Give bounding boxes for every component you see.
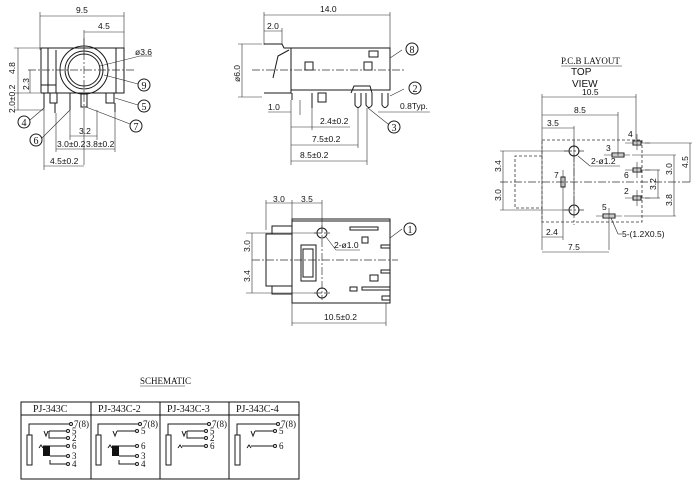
dim-side-diameter: ø6.0 [232, 65, 242, 82]
pin-label: 3 [72, 451, 77, 461]
pcb-pin-7: 7 [554, 170, 559, 180]
dim-nose: 2.0 [267, 21, 279, 31]
model-name-3: PJ-343C-3 [167, 404, 210, 415]
pin-label: 5 [141, 426, 146, 436]
schematic-cell-1: 7(8) 5 2 6 3 4 [26, 419, 89, 469]
pin-label: 2 [72, 433, 77, 443]
pin-label: 2 [210, 433, 215, 443]
schematic-cell-2: 7(8) 5 6 3 4 [95, 419, 158, 469]
balloon-1: 1 [408, 225, 413, 236]
pin-label: 5 [210, 426, 215, 436]
pin-label: 4 [141, 459, 146, 469]
model-name-1: PJ-343C [33, 404, 68, 415]
dim-pitch-a: 3.2 [79, 126, 91, 136]
dim-pitch-b: 3.0±0.2 [57, 139, 86, 149]
pin-label: 6 [141, 441, 146, 451]
dim-side-pitch-c: 8.5±0.2 [300, 150, 329, 160]
pcb-dim-bottom-a: 2.4 [546, 227, 558, 237]
pcb-layout: P.C.B LAYOUT TOP VIEW 10.5 8.5 3.5 4 3 [493, 56, 692, 253]
balloon-9: 9 [142, 81, 147, 92]
dim-bottom-lower: 3.4 [242, 270, 252, 282]
model-name-4: PJ-343C-4 [236, 404, 279, 415]
pcb-dim-overall: 10.5 [582, 87, 599, 97]
dim-bottom-holes: 2-ø1.0 [334, 240, 359, 250]
bottom-view: 3.0 3.5 3.0 3.4 2-ø1.0 10.5±0.2 [242, 194, 417, 326]
side-view: 14.0 2.0 ø6.0 1.0 2.4±0.2 [232, 4, 430, 165]
pin-label: 7(8) [143, 419, 158, 429]
balloon-5: 5 [142, 102, 147, 113]
pin-label: 5 [72, 426, 77, 436]
pin-label: 4 [72, 459, 77, 469]
balloon-4: 4 [22, 118, 27, 129]
pin-label: 7(8) [212, 419, 227, 429]
pcb-pin-6: 6 [624, 170, 629, 180]
pcb-dim-r4: 3.8 [664, 194, 674, 206]
pcb-pin-4: 4 [628, 129, 633, 139]
balloon-6: 6 [34, 136, 39, 147]
pcb-pin-2: 2 [624, 186, 629, 196]
pcb-pin-5: 5 [602, 202, 607, 212]
pcb-dim-r2: 4.5 [680, 156, 690, 168]
dim-width: 9.5 [76, 5, 88, 15]
pcb-dim-pads: 5-(1.2X0.5) [622, 229, 665, 239]
pin-label: 6 [72, 441, 77, 451]
pcb-dim-a: 8.5 [574, 105, 586, 115]
schematic-title: SCHEMATIC [140, 376, 191, 386]
dim-pin-len: 2.0±0.2 [7, 84, 17, 113]
pcb-dim-left-upper: 3.4 [493, 160, 503, 172]
pcb-dim-holes: 2-ø1.2 [591, 156, 616, 166]
pcb-dim-left-lower: 3.0 [493, 189, 503, 201]
dim-bottom-a: 3.0 [273, 194, 285, 204]
pcb-pin-3: 3 [606, 143, 611, 153]
pcb-dim-b: 3.5 [547, 118, 559, 128]
pcb-title: P.C.B LAYOUT [561, 56, 620, 66]
pcb-dim-r1: 3.0 [664, 163, 674, 175]
balloon-2: 2 [413, 84, 418, 95]
dim-diameter: ø3.6 [135, 47, 152, 57]
pcb-dim-bottom-b: 7.5 [568, 242, 580, 252]
dim-pin-width: 0.8Typ. [400, 101, 428, 111]
dim-side-offset: 1.0 [268, 102, 280, 112]
pin-label: 3 [141, 451, 146, 461]
dim-pitch-d: 4.5±0.2 [50, 156, 79, 166]
pcb-dim-r3: 3.2 [648, 178, 658, 190]
balloon-7: 7 [134, 122, 139, 133]
pin-label: 6 [210, 441, 215, 451]
dim-side-pitch-a: 2.4±0.2 [320, 116, 349, 126]
dim-bottom-b: 3.5 [301, 194, 313, 204]
model-name-2: PJ-343C-2 [98, 404, 141, 415]
dim-bottom-length: 10.5±0.2 [324, 312, 357, 322]
pcb-subtitle-top: TOP [571, 67, 592, 78]
dim-height: 4.8 [7, 62, 17, 74]
schematic-cell-4: 7(8) 5 6 [234, 419, 296, 466]
schematic: SCHEMATIC PJ-343C PJ-343C-2 PJ-343C-3 PJ… [20, 376, 300, 480]
dim-side-pitch-b: 7.5±0.2 [312, 134, 341, 144]
dim-length: 14.0 [320, 4, 337, 14]
pcb-subtitle-view: VIEW [572, 79, 598, 90]
pin-label: 5 [279, 426, 284, 436]
front-view: 9.5 4.5 4.8 2.3 2.0±0.2 [7, 5, 152, 170]
dim-bottom-upper: 3.0 [242, 240, 252, 252]
balloon-8: 8 [410, 45, 415, 56]
dim-pitch-c: 3.8±0.2 [86, 139, 115, 149]
balloon-3: 3 [392, 123, 397, 134]
dim-center: 2.3 [21, 78, 31, 90]
pin-label: 7(8) [281, 419, 296, 429]
pin-label: 6 [279, 441, 284, 451]
pin-label: 7(8) [74, 419, 89, 429]
schematic-cell-3: 7(8) 5 2 6 [165, 419, 227, 466]
dim-offset: 4.5 [98, 21, 110, 31]
